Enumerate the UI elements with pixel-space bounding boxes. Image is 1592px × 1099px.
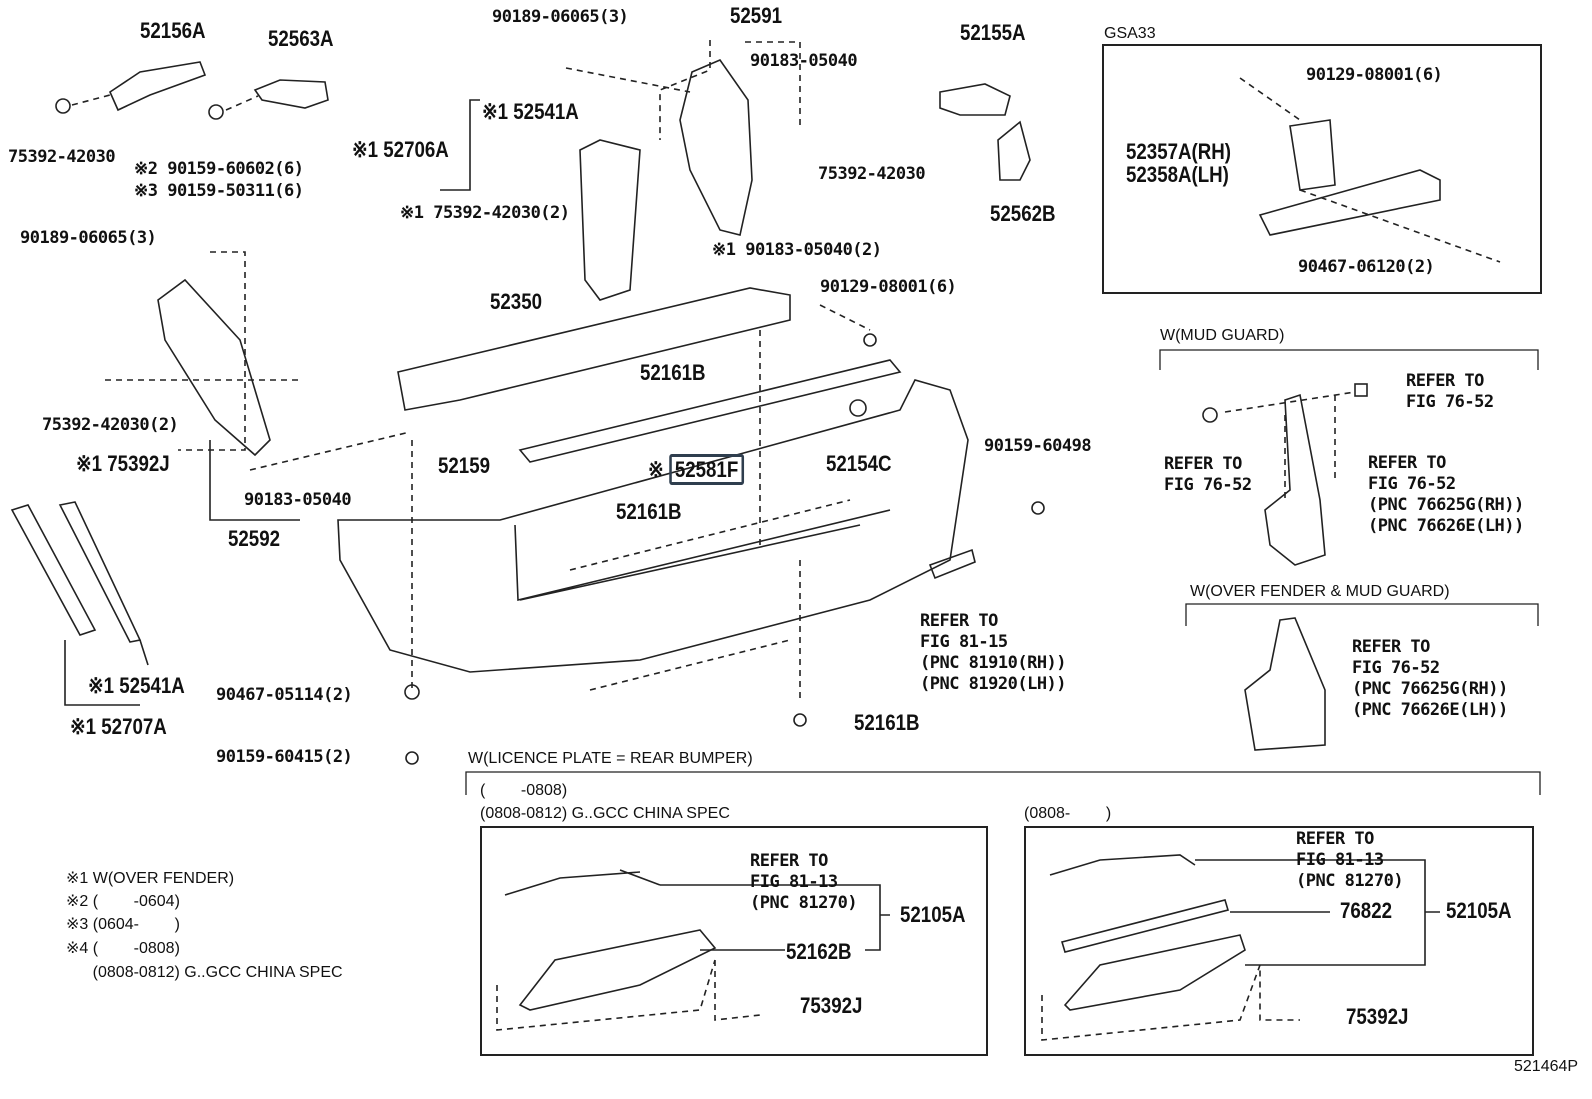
part-label[interactable]: ※3 90159-50311(6) [134,181,304,201]
footnote: (0808-0812) G..GCC CHINA SPEC [66,964,343,981]
footnote: ※3 (0604- ) [66,916,180,933]
part-label[interactable]: 75392-42030 [818,164,926,184]
screw-icon [208,104,224,120]
footnote: ※1 W(OVER FENDER) [66,870,235,887]
part-label[interactable]: 52161B [640,360,706,385]
part-52581f[interactable]: 52581F [668,454,745,485]
range-label: (0808-0812) G..GCC CHINA SPEC [480,805,730,822]
part-label[interactable]: 90189-06065(3) [492,7,629,27]
gsa33-title: GSA33 [1104,25,1156,42]
range-label: ( -0808) [480,782,568,799]
retainer-52592 [157,278,271,457]
part-label[interactable]: ※1 52541A [482,99,579,124]
mud-guard-over-fender [1244,617,1326,751]
licence-box-1 [480,826,988,1056]
over-fender-52541a [579,139,641,301]
refer-note[interactable]: REFER TO FIG 81-15 (PNC 81910(RH)) (PNC … [920,611,1067,694]
part-label[interactable]: 52592 [228,526,281,551]
refer-note[interactable]: REFER TO FIG 76-52 (PNC 76625G(RH)) (PNC… [1368,453,1524,536]
part-label[interactable]: 52156A [140,18,206,43]
refer-note[interactable]: REFER TO FIG 81-13 (PNC 81270) [1296,829,1404,891]
clip-icon [55,98,71,114]
part-label[interactable]: 52562B [990,201,1056,226]
part-label[interactable]: 90129-08001(6) [1306,65,1443,85]
part-label[interactable]: 90467-05114(2) [216,685,353,705]
range-label: (0808- ) [1024,805,1112,822]
part-label[interactable]: 52105A [900,902,966,927]
retainer-52591 [679,59,753,236]
bracket-52563a [253,79,329,109]
part-label[interactable]: 52350 [490,289,543,314]
bracket-52562b [997,120,1031,181]
part-label[interactable]: 90129-08001(6) [820,277,957,297]
footnote: ※2 ( -0604) [66,893,180,910]
part-label[interactable]: 52563A [268,26,334,51]
highlighted-part[interactable]: ※ 52581F [648,454,745,485]
part-label[interactable]: 90183-05040 [750,51,858,71]
garnish-52707a [10,501,142,643]
part-label[interactable]: 52591 [730,3,783,28]
part-label[interactable]: 75392-42030 [8,147,116,167]
licence-lamp-wire-1 [504,869,661,896]
part-label[interactable]: 52162B [786,939,852,964]
garnish-76822 [1060,899,1230,953]
bracket-52357a [1289,119,1336,191]
over-fender-mud-guard-title: W(OVER FENDER & MUD GUARD) [1190,583,1450,600]
licence-box-2 [1024,826,1534,1056]
bracket-frame [1258,169,1441,236]
mud-guard-title: W(MUD GUARD) [1160,327,1285,344]
part-label[interactable]: 52357A(RH) 52358A(LH) [1126,139,1231,187]
part-label[interactable]: ※1 52706A [352,137,449,162]
reflector [928,548,976,580]
part-label[interactable]: ※1 52707A [70,714,167,739]
part-label[interactable]: ※1 75392-42030(2) [400,203,570,223]
part-label[interactable]: 90159-60415(2) [216,747,353,767]
part-label[interactable]: 52105A [1446,898,1512,923]
part-label[interactable]: 90189-06065(3) [20,228,157,248]
part-label[interactable]: 52159 [438,453,491,478]
footnote: ※4 ( -0808) [66,940,180,957]
part-label[interactable]: ※1 52541A [88,673,185,698]
refer-note[interactable]: REFER TO FIG 76-52 [1164,454,1252,495]
part-label[interactable]: 90183-05040 [244,490,352,510]
part-label[interactable]: 52161B [616,499,682,524]
licence-garnish-52162b [518,929,717,1011]
part-label[interactable]: 76822 [1340,898,1393,923]
part-label[interactable]: 90159-60498 [984,436,1092,456]
part-label[interactable]: 52155A [960,20,1026,45]
bracket-52156a [108,61,207,112]
part-label[interactable]: 52161B [854,710,920,735]
part-label[interactable]: 90467-06120(2) [1298,257,1435,277]
part-label[interactable]: 75392J [800,993,863,1018]
part-label[interactable]: 75392-42030(2) [42,415,179,435]
reinforcement-52350 [397,287,791,411]
licence-title: W(LICENCE PLATE = REAR BUMPER) [468,750,753,767]
bumper-cover-52159 [337,379,969,673]
note-mark: ※ [648,457,664,482]
gsa33-frame [1102,44,1542,294]
refer-note[interactable]: REFER TO FIG 81-13 (PNC 81270) [750,851,858,913]
licence-lamp-wire-2 [1049,854,1196,876]
part-label[interactable]: 75392J [1346,1004,1409,1029]
bracket-52155a [939,83,1011,116]
licence-garnish-2 [1063,934,1246,1011]
figure-code: 521464P [1514,1058,1579,1075]
step-pad-52581f [518,359,902,463]
part-label[interactable]: 52154C [826,451,892,476]
part-label[interactable]: ※1 90183-05040(2) [712,240,882,260]
refer-note[interactable]: REFER TO FIG 76-52 [1406,371,1494,412]
part-label[interactable]: ※2 90159-60602(6) [134,159,304,179]
refer-note[interactable]: REFER TO FIG 76-52 (PNC 76625G(RH)) (PNC… [1352,637,1508,720]
part-label[interactable]: ※1 75392J [76,451,170,476]
mud-guard [1264,393,1326,566]
